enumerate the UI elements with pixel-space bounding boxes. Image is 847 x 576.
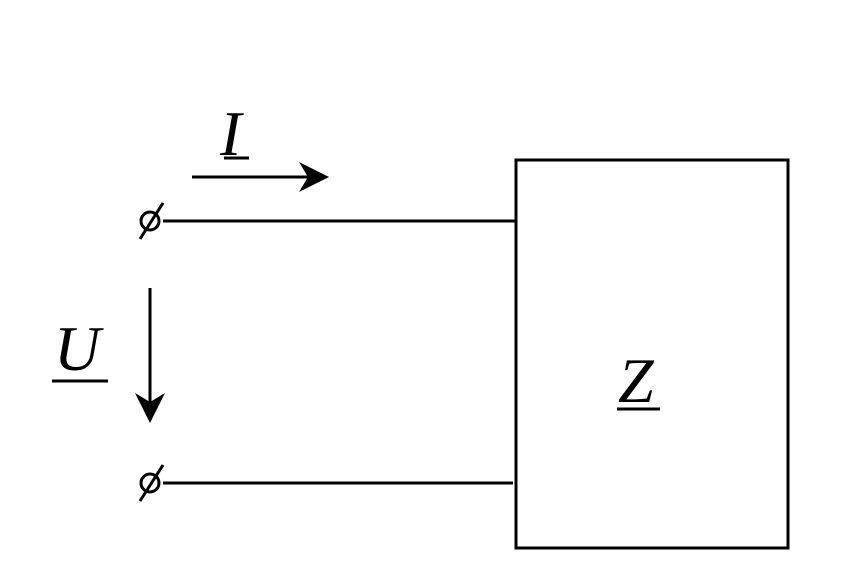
top-terminal-slash xyxy=(138,202,165,240)
bottom-terminal-slash xyxy=(138,464,165,502)
voltage-label: U xyxy=(54,313,104,384)
top-terminal-circle xyxy=(139,210,161,232)
impedance-label: Z xyxy=(618,345,655,416)
voltage-indicator: U xyxy=(52,288,165,423)
bottom-terminal xyxy=(138,464,165,502)
current-indicator: I xyxy=(192,98,329,192)
bottom-terminal-circle xyxy=(139,472,161,494)
impedance-box xyxy=(514,158,790,550)
top-terminal xyxy=(138,202,165,240)
